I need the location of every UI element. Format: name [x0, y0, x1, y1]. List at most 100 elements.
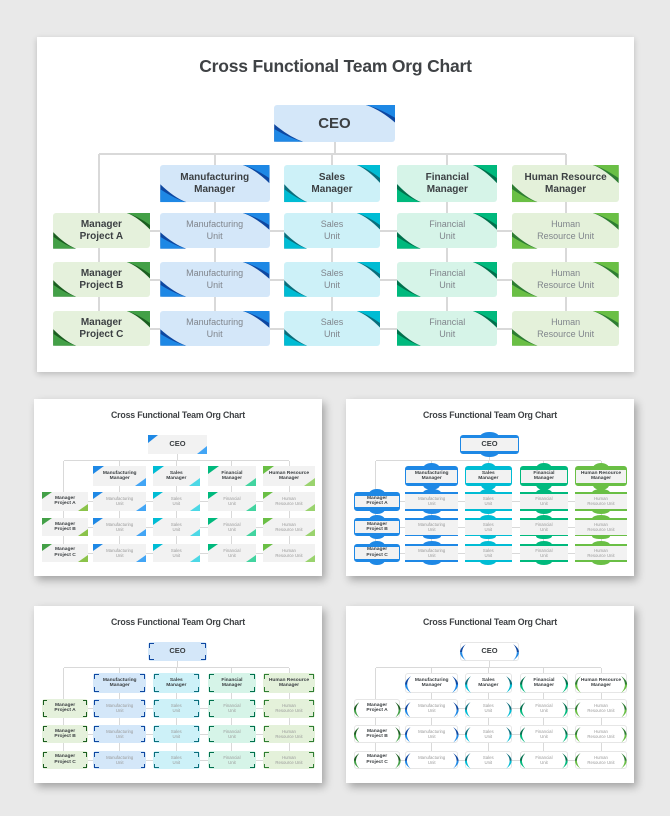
org-box-ceo[interactable]: CEO	[148, 434, 207, 455]
org-box-ceo[interactable]: CEO	[273, 104, 396, 142]
org-box-ceo[interactable]: CEO	[460, 431, 519, 458]
org-box-ceo[interactable]: CEO	[460, 641, 519, 662]
org-box-ceo[interactable]: CEO	[148, 641, 207, 662]
